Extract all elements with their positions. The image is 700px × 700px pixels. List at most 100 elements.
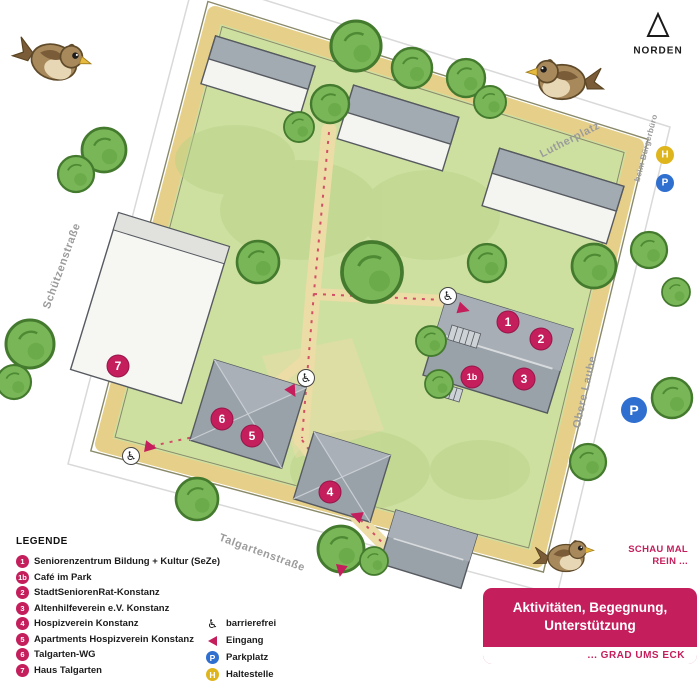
marker-3: 3	[512, 367, 536, 391]
wheelchair-icon: ♿	[207, 616, 218, 631]
building-talgarten-wg	[188, 358, 308, 470]
street-label-schuetzenstrasse: Schützenstraße	[41, 222, 83, 311]
tree	[4, 318, 56, 370]
building-top-right	[481, 147, 625, 245]
parking-icon: P	[206, 651, 219, 664]
legend-item-label: Café im Park	[34, 571, 92, 583]
marker-4: 4	[318, 480, 342, 504]
legend-item-label: Seniorenzentrum Bildung + Kultur (SeZe)	[34, 556, 221, 568]
speech-line: SCHAU MAL	[628, 544, 688, 555]
tree	[283, 111, 315, 143]
entrance-triangle-icon	[335, 564, 348, 577]
marker-6: 6	[210, 407, 234, 431]
tree	[661, 277, 691, 307]
tree	[650, 376, 694, 420]
legend-badge: 3	[16, 601, 29, 615]
svg-text:♿: ♿	[301, 371, 312, 385]
entrance-triangle-icon	[284, 383, 296, 398]
legend-badge: 7	[16, 663, 29, 677]
legend-badge: 1b	[16, 570, 29, 584]
tree	[629, 230, 669, 270]
tree	[0, 363, 33, 401]
svg-text:3: 3	[521, 372, 528, 386]
building-bottom	[378, 509, 479, 590]
tree	[472, 84, 508, 120]
svg-text:6: 6	[219, 412, 226, 426]
tree	[340, 240, 404, 304]
banner-title-line2: Unterstützung	[544, 618, 636, 634]
entrance-triangle-icon	[144, 440, 157, 453]
legend-item-label: Talgarten-WG	[34, 649, 96, 661]
wheelchair-icon: ♿	[297, 369, 315, 387]
legend-symbols: ♿ barrierefrei Eingang P Parkplatz H Hal…	[205, 615, 276, 683]
legend-items: 1 Seniorenzentrum Bildung + Kultur (SeZe…	[16, 554, 396, 678]
legend-symbol: P Parkplatz	[205, 649, 276, 666]
bus-stop-icon: H	[656, 146, 674, 164]
svg-text:1b: 1b	[467, 372, 478, 382]
banner-title: Aktivitäten, Begegnung, Unterstützung	[483, 588, 697, 645]
svg-text:2: 2	[538, 332, 545, 346]
svg-text:P: P	[629, 402, 638, 418]
legend-item-label: Hospizverein Konstanz	[34, 618, 139, 630]
legend-symbol: ♿ barrierefrei	[205, 615, 276, 632]
legend-badge: 5	[16, 632, 29, 646]
wheelchair-icon: ♿	[439, 287, 457, 305]
tree	[568, 442, 608, 482]
svg-text:P: P	[662, 178, 669, 189]
tree	[390, 46, 434, 90]
tree	[235, 239, 281, 285]
north-triangle-icon	[646, 11, 670, 37]
legend-symbol-label: Eingang	[226, 635, 264, 646]
legend-item: 5 Apartments Hospizverein Konstanz	[16, 632, 396, 648]
svg-text:4: 4	[327, 485, 334, 499]
building-hospizverein	[292, 430, 392, 524]
marker-1b: 1b	[460, 365, 484, 389]
legend-badge: 4	[16, 617, 29, 631]
stop-icon: H	[206, 668, 219, 681]
legend-item-label: Altenhilfeverein e.V. Konstanz	[34, 602, 170, 614]
tree	[174, 476, 220, 522]
legend-symbol: H Haltestelle	[205, 666, 276, 683]
tree	[309, 83, 351, 125]
tree	[329, 19, 383, 73]
svg-text:H: H	[661, 150, 668, 161]
legend-symbol-label: Parkplatz	[226, 652, 269, 663]
speech-text: SCHAU MAL REIN ...	[598, 544, 688, 568]
legend-item: 1b Café im Park	[16, 570, 396, 586]
tree	[466, 242, 508, 284]
marker-7: 7	[106, 354, 130, 378]
wheelchair-icon: ♿	[122, 447, 140, 465]
svg-text:7: 7	[115, 359, 122, 373]
legend-symbol-label: barrierefrei	[226, 618, 277, 629]
building-haus-talgarten	[69, 211, 231, 405]
legend-symbol-label: Haltestelle	[226, 669, 274, 680]
bird-icon	[8, 27, 96, 91]
svg-text:♿: ♿	[443, 289, 454, 303]
marker-2: 2	[529, 327, 553, 351]
marker-1: 1	[496, 310, 520, 334]
entrance-triangle-icon	[350, 512, 364, 524]
legend-badge: 2	[16, 586, 29, 600]
legend: LEGENDE 1 Seniorenzentrum Bildung + Kult…	[16, 536, 396, 681]
tree	[424, 369, 454, 399]
bird-icon	[525, 58, 605, 101]
tree	[570, 242, 618, 290]
legend-badge: 1	[16, 555, 29, 569]
legend-badge: 6	[16, 648, 29, 662]
building-top-left	[200, 35, 316, 115]
legend-item-label: Apartments Hospizverein Konstanz	[34, 633, 194, 645]
tree	[415, 325, 447, 357]
legend-title: LEGENDE	[16, 536, 68, 547]
marker-5: 5	[240, 424, 264, 448]
entrance-markers	[144, 301, 470, 577]
parking-icon-large: P	[621, 397, 647, 423]
banner: Aktivitäten, Begegnung, Unterstützung ..…	[483, 588, 697, 665]
legend-item: 2 StadtSeniorenRat-Konstanz	[16, 585, 396, 601]
svg-text:♿: ♿	[126, 449, 137, 463]
legend-item: 3 Altenhilfeverein e.V. Konstanz	[16, 601, 396, 617]
legend-item-label: Haus Talgarten	[34, 664, 102, 676]
legend-item-label: StadtSeniorenRat-Konstanz	[34, 587, 160, 599]
banner-title-line1: Aktivitäten, Begegnung,	[512, 600, 668, 615]
parking-icon-small: P	[656, 174, 674, 192]
